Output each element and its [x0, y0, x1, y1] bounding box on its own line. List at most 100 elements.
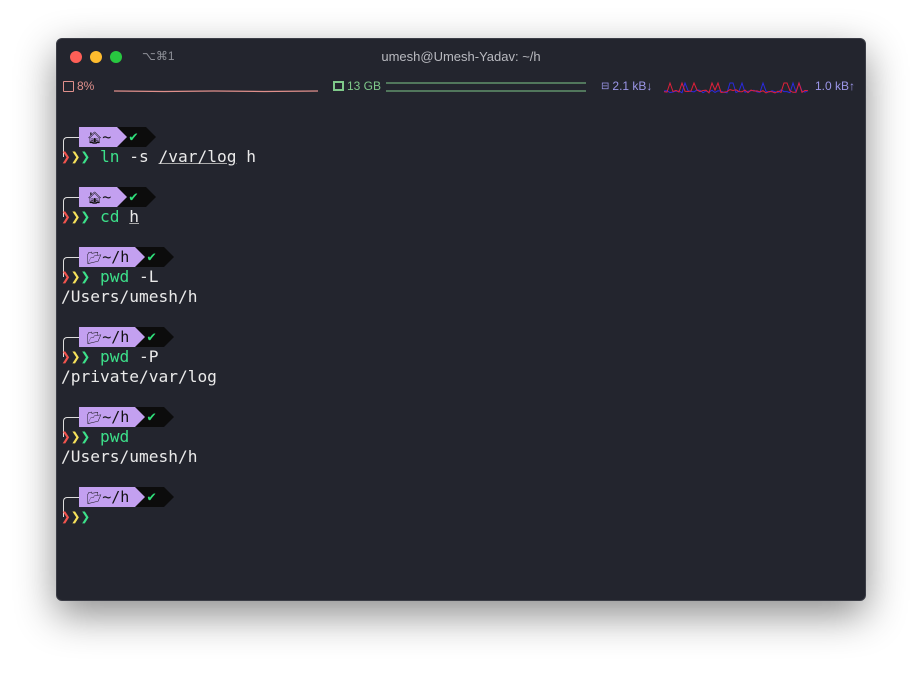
command-line: ❯❯❯ ln -s /var/log h	[61, 147, 256, 167]
command: pwd	[100, 347, 130, 366]
network-down: 2.1 kB↓	[612, 79, 653, 93]
cpu-icon	[63, 80, 74, 92]
segment-arrow	[163, 327, 174, 347]
segment-arrow	[163, 247, 174, 267]
network-line	[664, 81, 809, 94]
prompt-arrow-icon: ❯	[70, 207, 81, 226]
segment-arrow	[117, 187, 128, 207]
prompt-arrow-icon: ❯	[61, 347, 71, 366]
command-line: ❯❯❯ pwd	[61, 427, 129, 447]
directory-segment: 📂︎~/h	[79, 407, 136, 427]
memory-icon	[333, 81, 344, 91]
segment-arrow	[163, 407, 174, 427]
prompt-corner	[63, 257, 79, 277]
terminal-window: ⌥⌘1 umesh@Umesh-Yadav: ~/h 8% 13 GB ⊟ 2.…	[56, 38, 866, 601]
prompt-header: 🏠︎~ ✔	[61, 127, 156, 157]
command-argument: h	[129, 207, 139, 226]
output-line: /Users/umesh/h	[61, 287, 198, 306]
directory-path: ~/h	[102, 488, 130, 506]
prompt-corner	[63, 337, 79, 357]
check-icon: ✔	[147, 409, 156, 425]
prompt-arrow-icon: ❯	[70, 427, 81, 446]
prompt-header: 🏠︎~ ✔	[61, 187, 156, 217]
network-up-status: 1.0 kB↑	[815, 79, 855, 93]
check-icon: ✔	[129, 129, 138, 145]
directory-path: ~/h	[102, 248, 130, 266]
command-line: ❯❯❯ pwd -P	[61, 347, 159, 367]
segment-arrow	[145, 187, 156, 207]
segment-arrow	[117, 127, 128, 147]
prompt-arrow-icon: ❯	[61, 427, 71, 446]
prompt-arrow-icon: ❯	[70, 347, 81, 366]
prompt-header: 📂︎~/h ✔	[61, 247, 174, 277]
check-icon: ✔	[147, 329, 156, 345]
check-icon: ✔	[147, 249, 156, 265]
close-button[interactable]	[70, 51, 82, 63]
directory-segment: 📂︎~/h	[79, 487, 136, 507]
prompt-arrow-icon: ❯	[70, 507, 81, 526]
command-line: ❯❯❯ pwd -L	[61, 267, 159, 287]
network-icon: ⊟	[601, 80, 610, 92]
cpu-status: 8%	[63, 79, 94, 93]
cpu-value: 8%	[77, 79, 95, 93]
prompt-arrow-icon: ❯	[80, 147, 91, 166]
window-shortcut: ⌥⌘1	[142, 49, 175, 63]
command: ln	[100, 147, 120, 166]
folder-open-icon: 📂︎	[87, 251, 103, 265]
check-icon: ✔	[129, 189, 138, 205]
directory-segment: 🏠︎~	[79, 127, 118, 147]
command-argument: -L	[129, 267, 159, 286]
network-up: 1.0 kB↑	[815, 79, 856, 93]
network-line	[664, 81, 809, 94]
directory-segment: 📂︎~/h	[79, 247, 136, 267]
window-title: umesh@Umesh-Yadav: ~/h	[381, 49, 541, 64]
maximize-button[interactable]	[110, 51, 122, 63]
prompt-corner	[63, 417, 79, 437]
folder-open-icon: 📂︎	[87, 491, 103, 505]
directory-path: ~	[102, 188, 112, 206]
prompt-arrow-icon: ❯	[61, 507, 71, 526]
check-icon: ✔	[147, 489, 156, 505]
network-status: ⊟ 2.1 kB↓	[601, 79, 652, 93]
cpu-graph	[114, 90, 318, 93]
network-graph	[664, 81, 809, 94]
memory-graph	[386, 82, 586, 92]
output-line: /Users/umesh/h	[61, 447, 198, 466]
prompt-arrow-icon: ❯	[80, 427, 91, 446]
directory-segment: 🏠︎~	[79, 187, 118, 207]
segment-arrow	[145, 127, 156, 147]
prompt-arrow-icon: ❯	[70, 267, 81, 286]
prompt-header: 📂︎~/h ✔	[61, 327, 174, 357]
prompt-arrow-icon: ❯	[61, 207, 71, 226]
prompt-corner	[63, 137, 79, 157]
directory-path: ~/h	[102, 328, 130, 346]
command: pwd	[100, 427, 130, 446]
command-argument: h	[236, 147, 256, 166]
minimize-button[interactable]	[90, 51, 102, 63]
command: cd	[100, 207, 120, 226]
prompt-arrow-icon: ❯	[61, 147, 71, 166]
directory-path: ~/h	[102, 408, 130, 426]
prompt-corner	[63, 197, 79, 217]
directory-path: ~	[102, 128, 112, 146]
prompt-arrow-icon: ❯	[80, 507, 91, 526]
prompt-header: 📂︎~/h ✔	[61, 407, 174, 437]
output-line: /private/var/log	[61, 367, 217, 386]
home-icon: 🏠︎	[87, 191, 103, 205]
prompt-arrow-icon: ❯	[80, 267, 91, 286]
folder-open-icon: 📂︎	[87, 331, 103, 345]
command-argument: -s	[119, 147, 159, 166]
folder-open-icon: 📂︎	[87, 411, 103, 425]
memory-status: 13 GB	[333, 79, 381, 93]
title-bar: ⌥⌘1 umesh@Umesh-Yadav: ~/h	[57, 39, 865, 75]
command: pwd	[100, 267, 130, 286]
segment-arrow	[135, 327, 146, 347]
prompt-corner	[63, 497, 79, 517]
segment-arrow	[135, 487, 146, 507]
segment-arrow	[163, 487, 174, 507]
segment-arrow	[135, 407, 146, 427]
prompt-arrow-icon: ❯	[80, 347, 91, 366]
home-icon: 🏠︎	[87, 131, 103, 145]
command-line: ❯❯❯	[61, 507, 90, 527]
prompt-arrow-icon: ❯	[61, 267, 71, 286]
